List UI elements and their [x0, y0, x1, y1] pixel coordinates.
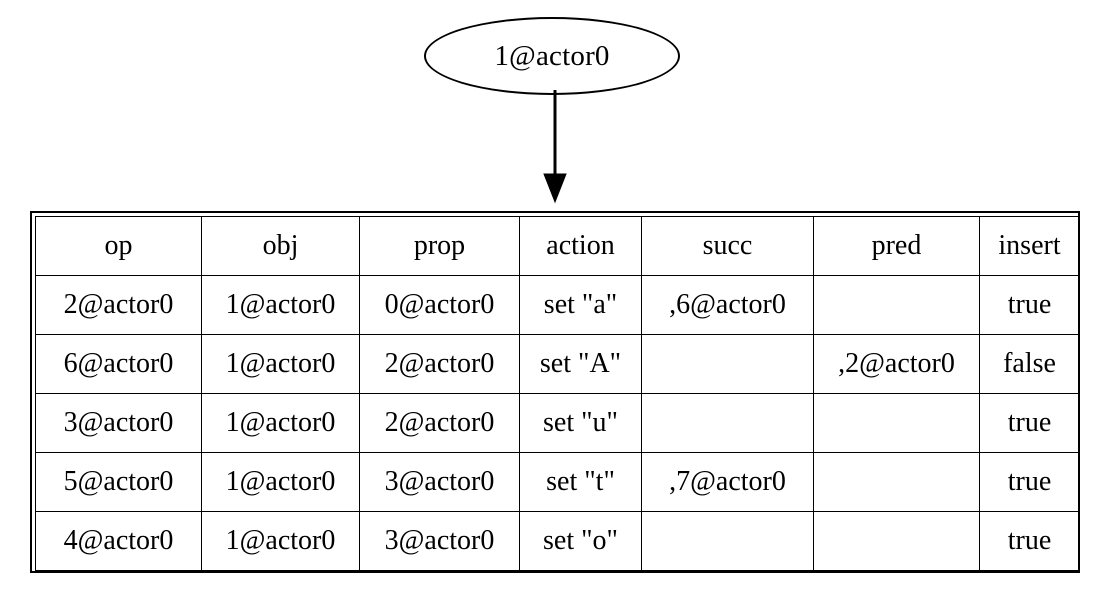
- cell-succ: [641, 393, 814, 453]
- column-header-insert: insert: [979, 216, 1080, 276]
- cell-op: 6@actor0: [35, 334, 202, 394]
- cell-obj: 1@actor0: [201, 393, 360, 453]
- graph-node-ellipse[interactable]: 1@actor0: [424, 17, 680, 95]
- cell-pred: [813, 393, 980, 453]
- cell-action: set "t": [519, 452, 642, 512]
- cell-succ: ,6@actor0: [641, 275, 814, 335]
- cell-pred: [813, 511, 980, 571]
- cell-obj: 1@actor0: [201, 452, 360, 512]
- table-row: 2@actor0 1@actor0 0@actor0 set "a" ,6@ac…: [35, 275, 1080, 335]
- cell-insert: false: [979, 334, 1080, 394]
- cell-obj: 1@actor0: [201, 511, 360, 571]
- op-table: op obj prop action succ pred insert 2@ac…: [35, 216, 1080, 571]
- cell-op: 4@actor0: [35, 511, 202, 571]
- table-header-row: op obj prop action succ pred insert: [35, 216, 1080, 276]
- cell-prop: 2@actor0: [359, 334, 520, 394]
- cell-prop: 0@actor0: [359, 275, 520, 335]
- cell-insert: true: [979, 511, 1080, 571]
- cell-action: set "A": [519, 334, 642, 394]
- arrowhead-down-icon: [543, 173, 567, 204]
- column-header-obj: obj: [201, 216, 360, 276]
- graph-edge: [543, 90, 567, 204]
- column-header-succ: succ: [641, 216, 814, 276]
- cell-prop: 3@actor0: [359, 511, 520, 571]
- cell-succ: ,7@actor0: [641, 452, 814, 512]
- cell-succ: [641, 334, 814, 394]
- cell-succ: [641, 511, 814, 571]
- table-row: 6@actor0 1@actor0 2@actor0 set "A" ,2@ac…: [35, 334, 1080, 394]
- cell-insert: true: [979, 452, 1080, 512]
- cell-insert: true: [979, 393, 1080, 453]
- cell-pred: [813, 452, 980, 512]
- graph-node-label: 1@actor0: [494, 39, 610, 72]
- table-row: 5@actor0 1@actor0 3@actor0 set "t" ,7@ac…: [35, 452, 1080, 512]
- cell-op: 2@actor0: [35, 275, 202, 335]
- graph-node-table[interactable]: op obj prop action succ pred insert 2@ac…: [30, 211, 1080, 573]
- cell-action: set "u": [519, 393, 642, 453]
- table-row: 4@actor0 1@actor0 3@actor0 set "o" true: [35, 511, 1080, 571]
- cell-obj: 1@actor0: [201, 334, 360, 394]
- cell-insert: true: [979, 275, 1080, 335]
- cell-prop: 2@actor0: [359, 393, 520, 453]
- table-row: 3@actor0 1@actor0 2@actor0 set "u" true: [35, 393, 1080, 453]
- column-header-action: action: [519, 216, 642, 276]
- cell-action: set "a": [519, 275, 642, 335]
- cell-op: 5@actor0: [35, 452, 202, 512]
- column-header-prop: prop: [359, 216, 520, 276]
- cell-op: 3@actor0: [35, 393, 202, 453]
- cell-pred: ,2@actor0: [813, 334, 980, 394]
- cell-pred: [813, 275, 980, 335]
- column-header-op: op: [35, 216, 202, 276]
- column-header-pred: pred: [813, 216, 980, 276]
- cell-obj: 1@actor0: [201, 275, 360, 335]
- cell-action: set "o": [519, 511, 642, 571]
- cell-prop: 3@actor0: [359, 452, 520, 512]
